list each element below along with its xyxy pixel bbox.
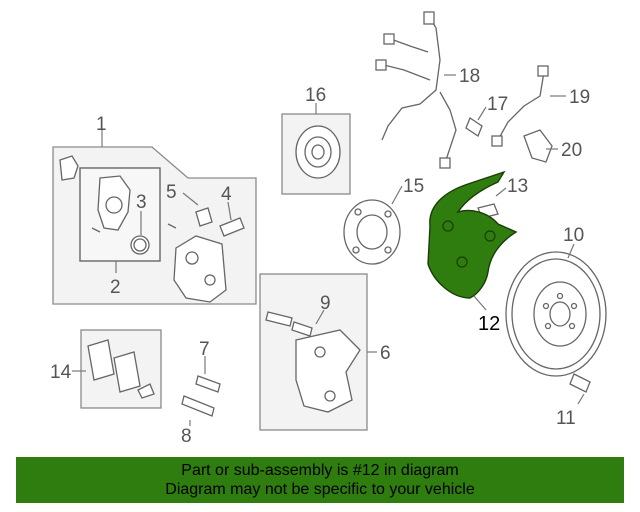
carrier-part	[295, 329, 361, 413]
callout-18: 18	[459, 66, 480, 87]
callout-7: 7	[199, 339, 210, 360]
notice-line-2: Diagram may not be specific to your vehi…	[165, 481, 475, 498]
callout-20: 20	[561, 140, 582, 161]
splash-shield-part: 12	[427, 170, 518, 335]
callout-15: 15	[403, 176, 424, 197]
notice-banner: Part or sub-assembly is #12 in diagram D…	[16, 457, 624, 503]
bleeder-screw-part	[167, 207, 245, 237]
carrier-kit-group: 6 9	[259, 273, 391, 431]
callout-2: 2	[110, 277, 121, 298]
callout-3: 3	[136, 192, 147, 213]
brake-hose-part: 19	[491, 65, 590, 147]
sensor-wiring-part: 18	[375, 11, 480, 169]
caliper-bracket-part	[173, 235, 227, 303]
callout-9: 9	[320, 293, 331, 314]
callout-14: 14	[50, 362, 72, 383]
guide-bolt-part	[265, 311, 313, 337]
callout-11: 11	[556, 408, 576, 429]
brake-pad-part	[87, 339, 155, 399]
caliper-housing-part	[91, 175, 131, 233]
speed-sensor-part: 17	[465, 94, 508, 137]
splash-shield-highlight	[427, 170, 518, 299]
hub-bearing-part	[295, 125, 341, 179]
bolt-7-part	[195, 375, 221, 393]
notice-line-1: Part or sub-assembly is #12 in diagram	[181, 462, 459, 479]
small-clip-part	[59, 155, 79, 181]
callout-8: 8	[181, 426, 192, 447]
callout-10: 10	[563, 225, 584, 246]
hub-part: 15	[343, 176, 424, 265]
bolts-group: 7 8	[181, 339, 221, 447]
callout-12: 12	[478, 313, 500, 335]
brake-disc-part: 10	[505, 225, 607, 377]
callout-6: 6	[380, 343, 391, 364]
callout-16: 16	[305, 85, 326, 106]
hose-bracket-part: 20	[523, 129, 582, 163]
callout-19: 19	[569, 87, 590, 108]
brake-pads-group: 14	[50, 329, 162, 409]
callout-17: 17	[487, 94, 508, 115]
disc-screw-part: 11	[556, 373, 591, 429]
hub-bearing-group: 16	[281, 85, 351, 195]
callout-5: 5	[166, 182, 177, 203]
callout-13: 13	[507, 176, 528, 197]
bolt-8-part	[181, 395, 215, 417]
caliper-assembly-group: 1 2 3 4 5	[52, 114, 257, 305]
callout-4: 4	[221, 184, 232, 205]
seal-ring-part	[130, 235, 150, 255]
callout-1: 1	[96, 114, 107, 135]
